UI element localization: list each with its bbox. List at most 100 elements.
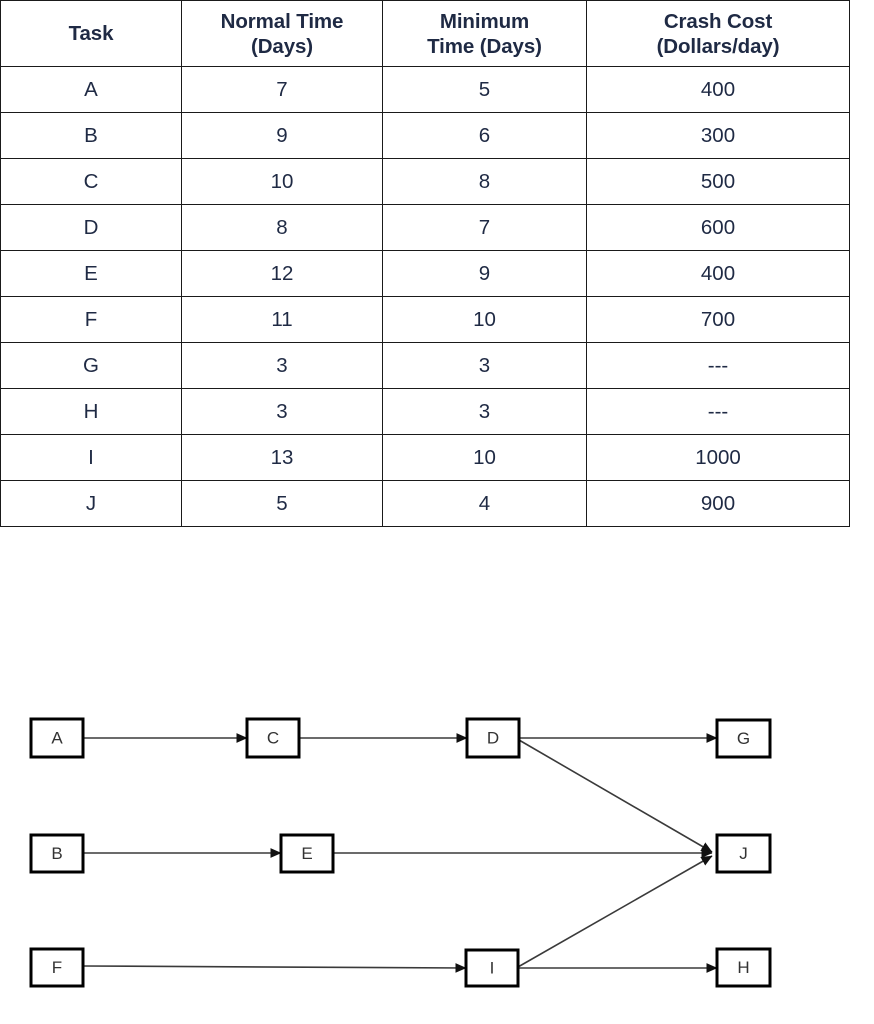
diagram-edge-d-to-j — [518, 739, 713, 853]
crash-cost-cell: 400 — [586, 250, 850, 297]
normal-time-cell: 8 — [181, 204, 383, 251]
task-cell: D — [0, 204, 182, 251]
normal-time-cell: 12 — [181, 250, 383, 297]
node-label-c: C — [267, 728, 279, 747]
crash-cost-cell: --- — [586, 342, 850, 389]
node-box-b[interactable] — [29, 833, 85, 874]
column-header-task-line1: Task — [68, 22, 114, 45]
crash-cost-cell: 700 — [586, 296, 850, 343]
task-cell: C — [0, 158, 182, 205]
task-cell: A — [0, 66, 182, 113]
minimum-time-cell: 10 — [382, 434, 587, 481]
normal-time-cell: 5 — [181, 480, 383, 527]
column-header-crash-cost: Crash Cost (Dollars/day) — [586, 0, 850, 67]
diagram-node-e[interactable]: E — [279, 833, 335, 874]
column-header-minimum-time-line2: Time (Days) — [427, 34, 542, 58]
node-label-b: B — [51, 844, 62, 863]
minimum-time-cell: 4 — [382, 480, 587, 527]
normal-time-cell: 3 — [181, 342, 383, 389]
normal-time-cell: 10 — [181, 158, 383, 205]
diagram-node-j[interactable]: J — [715, 833, 772, 874]
node-label-a: A — [51, 728, 63, 747]
node-box-a[interactable] — [29, 717, 85, 759]
node-box-g[interactable] — [715, 718, 772, 759]
minimum-time-cell: 3 — [382, 342, 587, 389]
node-box-c[interactable] — [245, 717, 301, 759]
task-cell: F — [0, 296, 182, 343]
diagram-edges-layer — [82, 733, 718, 973]
column-header-task: Task — [0, 0, 182, 67]
crash-cost-table-container: Task Normal Time (Days) Minimum Time (Da… — [0, 0, 850, 527]
node-box-j[interactable] — [715, 833, 772, 874]
diagram-node-a[interactable]: A — [29, 717, 85, 759]
column-header-minimum-time: Minimum Time (Days) — [382, 0, 587, 67]
diagram-nodes-layer: A C D G B E J F I H — [29, 717, 772, 988]
minimum-time-cell: 7 — [382, 204, 587, 251]
column-header-normal-time-line2: (Days) — [250, 34, 314, 58]
normal-time-cell: 3 — [181, 388, 383, 435]
minimum-time-cell: 6 — [382, 112, 587, 159]
normal-time-cell: 9 — [181, 112, 383, 159]
column-header-normal-time: Normal Time (Days) — [181, 0, 383, 67]
node-label-d: D — [487, 728, 499, 747]
task-cell: J — [0, 480, 182, 527]
task-cell: I — [0, 434, 182, 481]
node-box-i[interactable] — [464, 948, 520, 988]
diagram-node-g[interactable]: G — [715, 718, 772, 759]
normal-time-cell: 11 — [181, 296, 383, 343]
task-cell: G — [0, 342, 182, 389]
task-cell: E — [0, 250, 182, 297]
crash-cost-cell: 1000 — [586, 434, 850, 481]
column-header-crash-cost-line2: (Dollars/day) — [656, 34, 780, 58]
column-header-minimum-time-line1: Minimum — [439, 9, 530, 33]
normal-time-cell: 7 — [181, 66, 383, 113]
table-header-row: Task Normal Time (Days) Minimum Time (Da… — [0, 0, 850, 67]
crash-cost-cell: 500 — [586, 158, 850, 205]
minimum-time-cell: 10 — [382, 296, 587, 343]
node-box-f[interactable] — [29, 947, 85, 988]
crash-cost-cell: 400 — [586, 66, 850, 113]
column-header-normal-time-line1: Normal Time — [220, 9, 344, 33]
crash-cost-cell: 300 — [586, 112, 850, 159]
node-box-d[interactable] — [465, 717, 521, 759]
diagram-node-f[interactable]: F — [29, 947, 85, 988]
node-box-e[interactable] — [279, 833, 335, 874]
node-label-f: F — [52, 958, 62, 977]
diagram-edge-i-to-j — [517, 855, 713, 968]
node-label-e: E — [301, 844, 312, 863]
diagram-node-b[interactable]: B — [29, 833, 85, 874]
diagram-node-d[interactable]: D — [465, 717, 521, 759]
node-label-g: G — [737, 729, 750, 748]
crash-cost-cell: --- — [586, 388, 850, 435]
task-cell: H — [0, 388, 182, 435]
minimum-time-cell: 9 — [382, 250, 587, 297]
project-network-diagram: A C D G B E J F I H — [0, 690, 874, 1024]
node-label-h: H — [737, 958, 749, 977]
minimum-time-cell: 5 — [382, 66, 587, 113]
minimum-time-cell: 3 — [382, 388, 587, 435]
diagram-node-c[interactable]: C — [245, 717, 301, 759]
node-label-i: I — [490, 958, 495, 977]
normal-time-cell: 13 — [181, 434, 383, 481]
node-box-h[interactable] — [715, 947, 772, 988]
node-label-j: J — [739, 844, 748, 863]
crash-cost-table: Task Normal Time (Days) Minimum Time (Da… — [0, 0, 850, 527]
diagram-edge-f-to-i — [82, 963, 467, 973]
task-cell: B — [0, 112, 182, 159]
crash-cost-cell: 600 — [586, 204, 850, 251]
crash-cost-cell: 900 — [586, 480, 850, 527]
diagram-node-h[interactable]: H — [715, 947, 772, 988]
minimum-time-cell: 8 — [382, 158, 587, 205]
column-header-crash-cost-line1: Crash Cost — [663, 9, 773, 33]
diagram-node-i[interactable]: I — [464, 948, 520, 988]
